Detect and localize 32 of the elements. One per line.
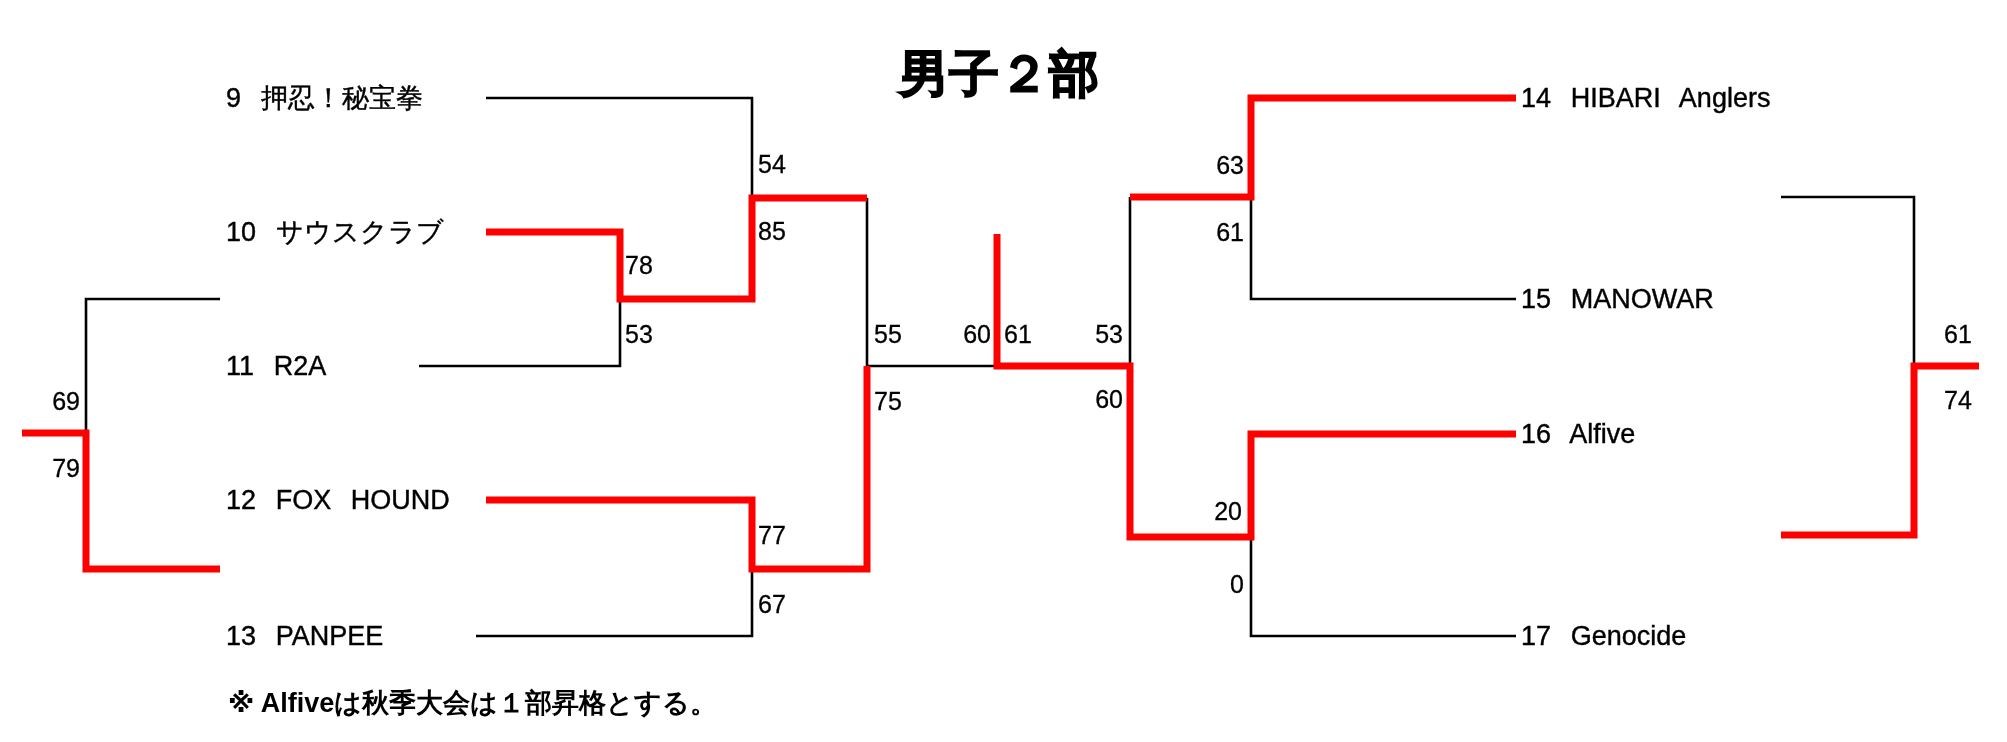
score-label: 54 <box>758 153 786 175</box>
team-name: 9 押忍！秘宝拳 <box>226 82 486 114</box>
title: 男子２部 <box>899 46 1099 102</box>
score-label: 0 <box>1230 573 1244 595</box>
team-name: 17 Genocide <box>1516 620 1687 652</box>
score-label: 79 <box>52 457 80 479</box>
team-name: 12 FOX HOUND <box>226 484 486 516</box>
team-name: 14 HIBARI Anglers <box>1516 82 1771 114</box>
score-label: 69 <box>52 390 80 412</box>
team-name: 10 サウスクラブ <box>226 216 486 248</box>
footnote: ※ Alfiveは秋季大会は１部昇格とする。 <box>228 687 718 719</box>
team-name: 16 Alfive <box>1516 418 1636 450</box>
score-label: 61 <box>1004 323 1032 345</box>
score-label: 61 <box>1216 221 1244 243</box>
score-label: 63 <box>1216 154 1244 176</box>
team-name: 11 R2A <box>226 350 419 382</box>
score-label: 53 <box>1095 323 1123 345</box>
score-label: 74 <box>1944 389 1972 411</box>
score-label: 61 <box>1944 323 1972 345</box>
score-label: 53 <box>625 323 653 345</box>
score-label: 55 <box>874 323 902 345</box>
team-name: 13 PANPEE <box>226 620 476 652</box>
score-label: 60 <box>1095 388 1123 410</box>
score-label: 85 <box>758 220 786 242</box>
team-name: 15 MANOWAR <box>1516 283 1714 315</box>
bracket-line <box>486 96 754 198</box>
score-label: 67 <box>758 593 786 615</box>
score-label: 60 <box>963 323 991 345</box>
score-label: 75 <box>874 390 902 412</box>
score-label: 77 <box>758 524 786 546</box>
score-label: 20 <box>1214 500 1242 522</box>
score-label: 78 <box>625 254 653 276</box>
